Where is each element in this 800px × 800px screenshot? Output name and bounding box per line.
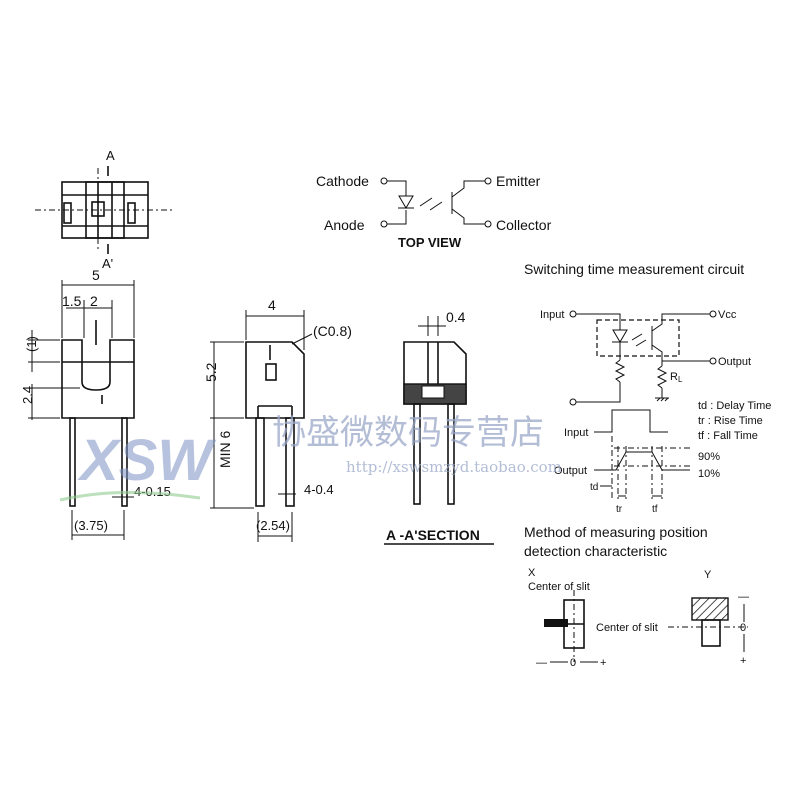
method-title-2: detection characteristic xyxy=(524,543,667,559)
watermark: XSW 协盛微数码专营店 http://xswsmzyd.taobao.com xyxy=(59,413,562,502)
legend-td: td : Delay Time xyxy=(698,400,771,412)
method-x-center: Center of slit xyxy=(528,581,590,593)
front-dim-d4: 2.4 xyxy=(20,386,35,404)
wave-input-label: Input xyxy=(564,427,588,439)
method-y-figure xyxy=(668,597,748,652)
watermark-url: http://xswsmzyd.taobao.com xyxy=(346,458,562,476)
side-view-dimensions xyxy=(210,310,313,542)
switching-waveforms xyxy=(594,409,690,500)
side-dim-width: 4 xyxy=(268,297,276,313)
method-x-plus: + xyxy=(600,657,606,669)
legend-tf: tf : Fall Time xyxy=(698,430,758,442)
method-x-minus: — xyxy=(536,657,547,669)
front-dim-pitch: (3.75) xyxy=(74,518,108,533)
front-view-dimensions xyxy=(28,280,135,540)
watermark-shop: 协盛微数码专营店 xyxy=(272,413,544,453)
front-dim-width: 5 xyxy=(92,267,100,283)
pin-label-emitter: Emitter xyxy=(496,173,541,189)
circuit-vcc-label: Vcc xyxy=(718,309,737,321)
section-view-outline xyxy=(384,316,494,545)
switching-circuit xyxy=(569,310,717,406)
wave-tr-label: tr xyxy=(616,504,623,515)
side-dim-chamfer: (C0.8) xyxy=(313,323,352,339)
method-title-1: Method of measuring position xyxy=(524,524,708,540)
front-dim-pins: 4-0.15 xyxy=(134,484,171,499)
section-caption: A -A'SECTION xyxy=(386,527,480,543)
method-x-zero: 0 xyxy=(570,657,576,669)
section-mark-a-prime: A' xyxy=(102,256,113,271)
pin-label-cathode: Cathode xyxy=(316,173,369,189)
method-y-minus: — xyxy=(738,591,749,603)
circuit-input-label: Input xyxy=(540,309,564,321)
top-view-caption: TOP VIEW xyxy=(398,235,462,250)
circuit-output-label: Output xyxy=(718,356,751,368)
front-dim-d2: 2 xyxy=(90,293,98,309)
method-y-label: Y xyxy=(704,569,712,581)
side-dim-pitch: (2.54) xyxy=(256,518,290,533)
wave-10-label: 10% xyxy=(698,468,720,480)
wave-output-label: Output xyxy=(554,465,587,477)
side-dim-pins: 4-0.4 xyxy=(304,482,334,497)
circuit-rl-label: RL xyxy=(670,371,683,384)
watermark-logo: XSW xyxy=(77,428,216,493)
method-y-zero: 0 xyxy=(740,622,746,634)
side-dim-height: 5.2 xyxy=(203,362,219,382)
pin-label-anode: Anode xyxy=(324,217,365,233)
wave-90-label: 90% xyxy=(698,451,720,463)
side-view-outline xyxy=(245,341,305,507)
pin-label-collector: Collector xyxy=(496,217,552,233)
switching-title: Switching time measurement circuit xyxy=(524,261,744,277)
method-x-figure xyxy=(544,590,598,663)
wave-td-label: td xyxy=(590,482,598,493)
side-dim-lead: MIN 6 xyxy=(217,430,233,468)
section-dim-slit: 0.4 xyxy=(446,309,466,325)
pin-diagram xyxy=(380,177,492,228)
front-dim-d1: 1.5 xyxy=(62,293,82,309)
top-view-outline xyxy=(35,166,175,254)
legend-tr: tr : Rise Time xyxy=(698,415,763,427)
section-mark-a: A xyxy=(106,148,115,163)
wave-tf-label: tf xyxy=(652,504,658,515)
method-x-label: X xyxy=(528,567,536,579)
front-dim-d3: (1) xyxy=(24,336,39,352)
front-view-outline xyxy=(61,320,135,507)
method-y-center: Center of slit xyxy=(596,622,658,634)
method-y-plus: + xyxy=(740,655,746,667)
